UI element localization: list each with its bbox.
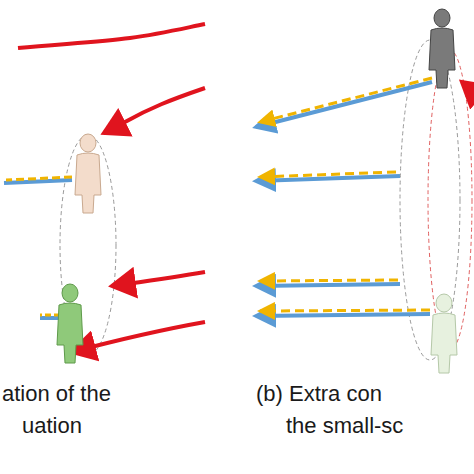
caption-fragment: (b) Extra con (256, 382, 382, 406)
caption-fragment: ation of the (2, 382, 111, 406)
caption-fragment: the small-sc (286, 414, 403, 438)
caption-fragment: uation (22, 414, 82, 438)
